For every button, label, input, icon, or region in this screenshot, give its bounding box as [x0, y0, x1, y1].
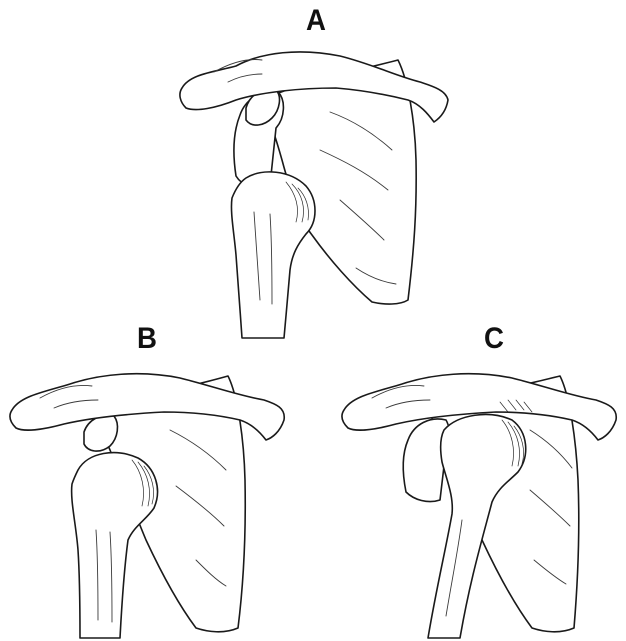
- shoulder-figure-a: [180, 52, 448, 338]
- shoulder-figure-b: [10, 374, 284, 638]
- humerus-a: [231, 172, 315, 338]
- humerus-b: [72, 453, 158, 638]
- shoulder-figure-c: [342, 374, 616, 638]
